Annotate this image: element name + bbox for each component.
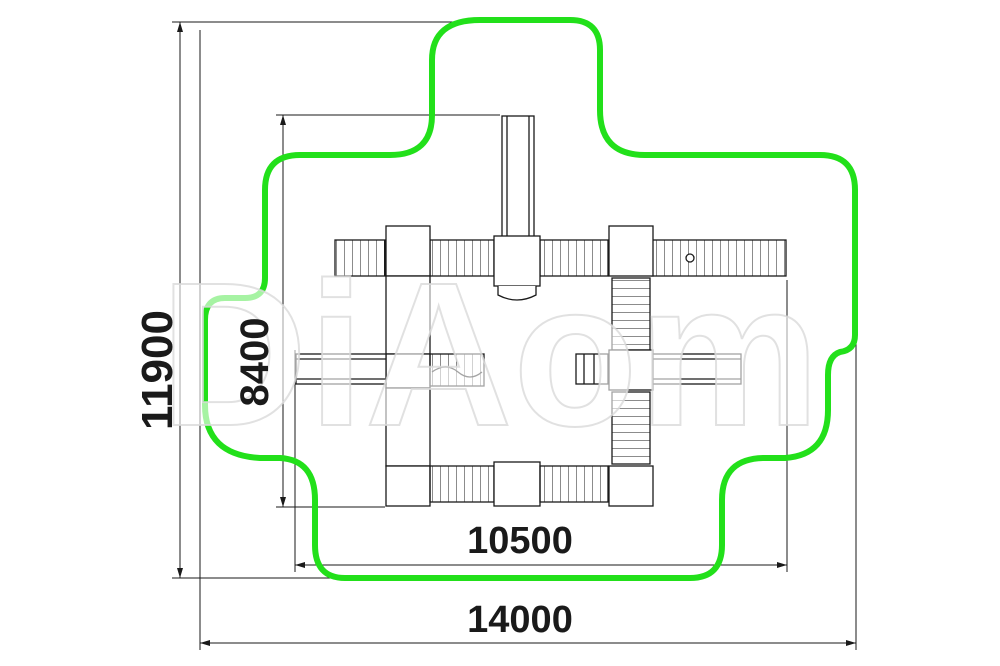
platform-top-center: [493, 235, 541, 287]
dimension-overall-width: 14000: [467, 599, 573, 641]
tower-right-mid: [608, 349, 654, 391]
tower-left-bottom: [385, 465, 431, 507]
tower-left-mid-lower: [385, 387, 431, 467]
climber-right-inner: [575, 353, 609, 385]
dimension-arrows: [177, 22, 856, 646]
tower-left-mid-upper: [385, 275, 431, 355]
dimension-structure-width: 10500: [467, 520, 573, 562]
equipment: [295, 115, 787, 507]
watermark-logo: DiAom: [160, 240, 821, 469]
tower-left-mid: [385, 353, 431, 389]
stair-right-upper: [611, 277, 651, 351]
safety-zone-outline: [202, 17, 858, 581]
bridge-bottom-1: [429, 465, 495, 503]
platform-bottom-center: [493, 461, 541, 507]
bridge-top-2: [539, 239, 609, 277]
bridge-top-right-outer: [651, 239, 787, 277]
bridge-left-inner: [429, 353, 485, 387]
stair-right-lower: [611, 391, 651, 465]
dimension-overall-height: 11900: [133, 310, 182, 430]
tower-right-top: [608, 225, 654, 277]
bridge-bottom-2: [539, 465, 609, 503]
tower-left-top: [385, 225, 431, 277]
bridge-top-left-outer: [334, 239, 386, 277]
tower-right-bottom: [608, 465, 654, 507]
dimension-structure-height: 8400: [233, 318, 277, 407]
